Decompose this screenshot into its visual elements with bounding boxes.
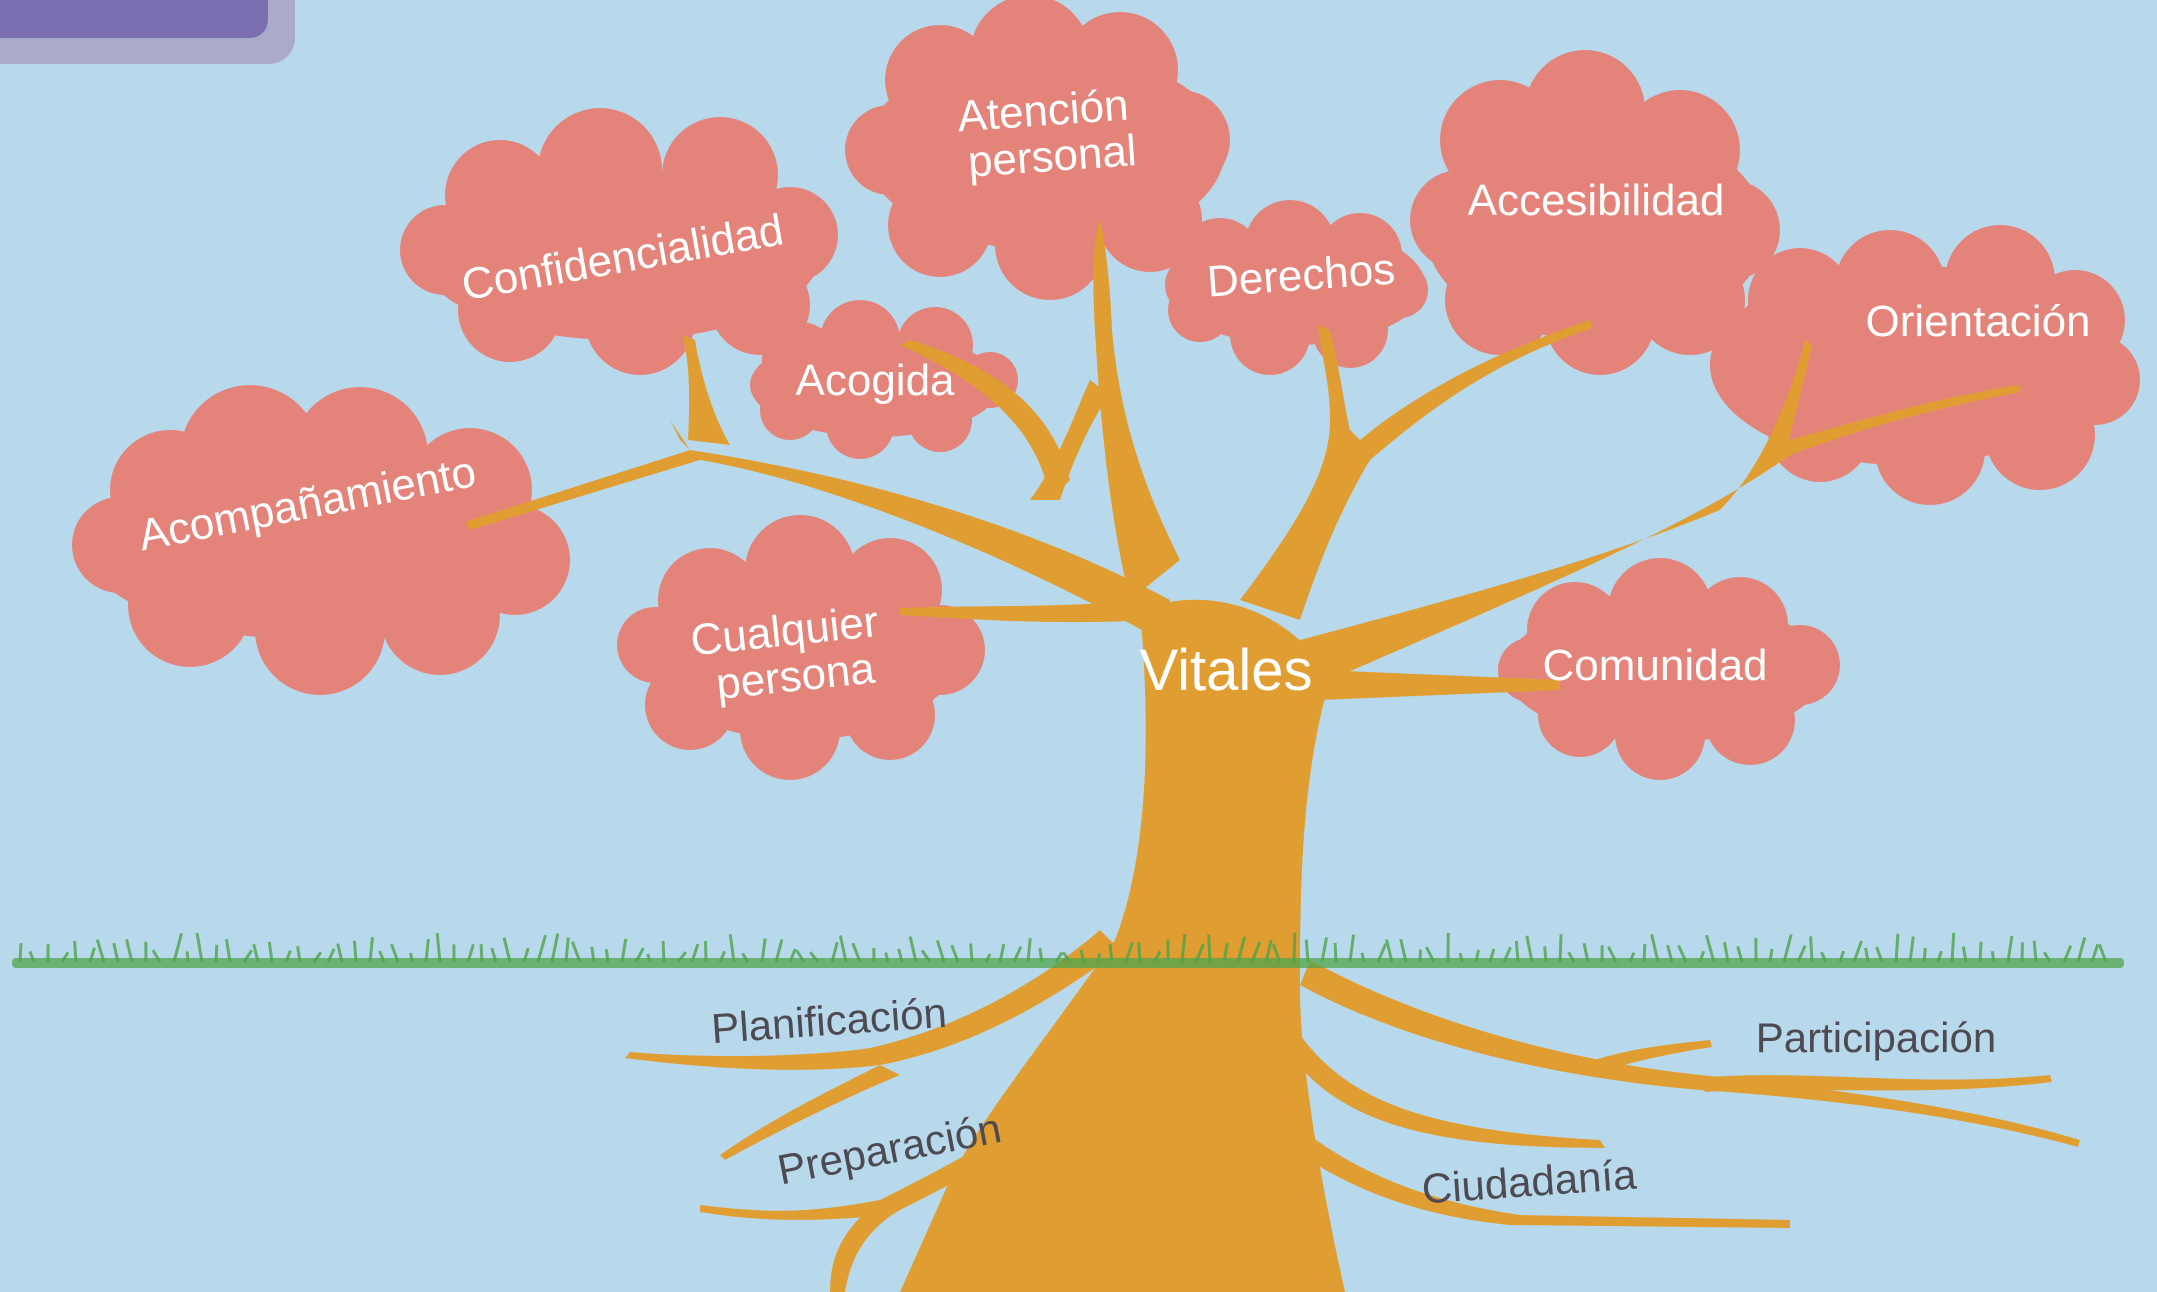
root-participacion-upper <box>1580 1040 1712 1075</box>
branch-comunidad <box>1320 670 1560 700</box>
branch-atencion-personal <box>1093 220 1180 600</box>
cloud-label-comunidad: Comunidad <box>1542 641 1767 690</box>
tree <box>465 220 2080 1292</box>
cloud-atencion-personal <box>845 0 1230 300</box>
root-ciudadania-upper <box>1280 1020 1605 1148</box>
root-participacion <box>1300 960 2080 1147</box>
branch-confidencialidad <box>682 335 730 445</box>
corner-tab-inner <box>0 0 268 38</box>
root-ciudadania <box>1280 1120 1790 1228</box>
tree-trunk <box>900 599 1345 1292</box>
branch-derechos <box>1240 320 1592 620</box>
cloud-derechos <box>1165 200 1428 375</box>
root-planificacion-lower <box>720 1065 900 1160</box>
branch-acompanamiento <box>465 420 1170 640</box>
branch-atencion-side <box>1030 380 1110 500</box>
root-participacion-branch <box>1700 1075 2052 1092</box>
corner-tab <box>0 0 295 64</box>
root-planificacion <box>625 930 1120 1070</box>
grass-line <box>12 932 2124 968</box>
root-label-ciudadania: Ciudadanía <box>1420 1151 1638 1213</box>
root-preparacion-left <box>700 1200 885 1220</box>
clouds-layer <box>72 0 2140 780</box>
cloud-orientacion <box>1710 225 2140 505</box>
cloud-accesibilidad <box>1410 50 1780 375</box>
cloud-label-atencion-personal: Atención personal <box>956 80 1146 188</box>
cloud-cualquier-persona <box>617 515 985 780</box>
cloud-label-orientacion: Orientación <box>1865 297 2090 346</box>
branch-orientacion <box>1300 340 2020 680</box>
trunk-label: Vitales <box>1139 638 1312 703</box>
cloud-label-accesibilidad: Accesibilidad <box>1468 176 1725 225</box>
branch-cualquier-persona <box>900 600 1150 623</box>
cloud-acogida <box>750 300 1018 459</box>
cloud-label-acogida: Acogida <box>795 356 955 405</box>
cloud-acompanamiento <box>72 385 570 695</box>
root-label-participacion: Participación <box>1756 1014 1996 1061</box>
grass-blades <box>18 932 2108 963</box>
cloud-confidencialidad <box>400 108 838 375</box>
root-preparacion <box>830 1040 1160 1292</box>
